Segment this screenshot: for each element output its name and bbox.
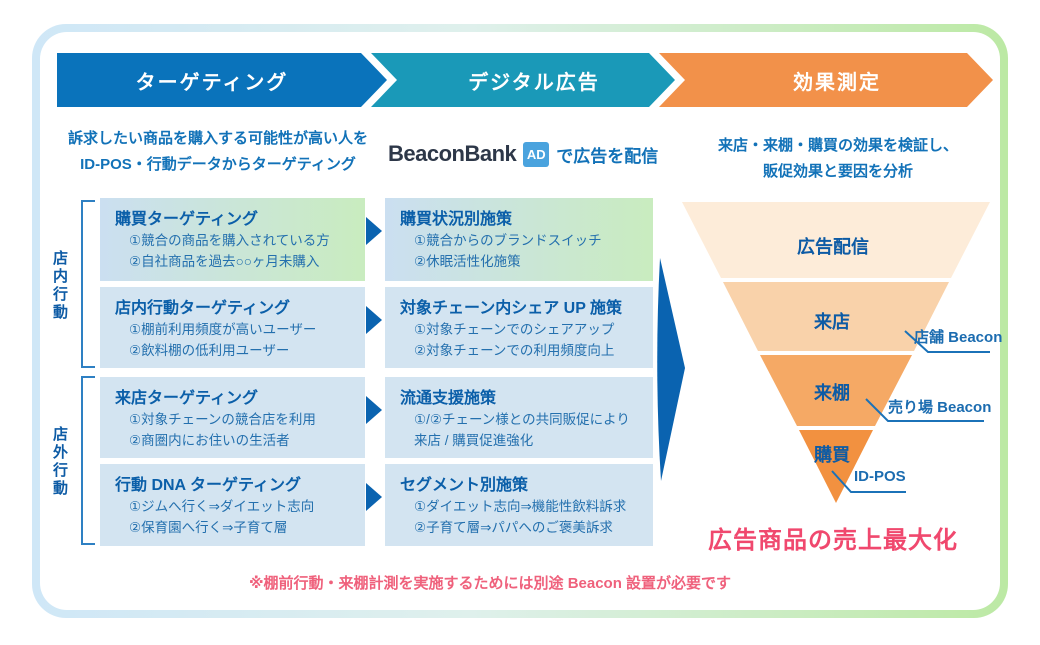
- measurement-description-line1: 来店・来棚・購買の効果を検証し、: [717, 137, 958, 154]
- annotation-line-store-beacon: [904, 330, 990, 353]
- strategy-box-purchase-status: 購買状況別施策 ①競合からのブランドスイッチ ②休眠活性化施策: [385, 198, 653, 281]
- flow-arrow-icon: [657, 258, 685, 481]
- box-item: ①ダイエット志向⇒機能性飲料訴求: [414, 499, 627, 514]
- step-label-measurement: 効果測定: [793, 71, 881, 94]
- box-item: ②自社商品を過去○○ヶ月未購入: [129, 254, 320, 269]
- funnel-level-store-visit: [723, 282, 949, 351]
- step-band-digital-ad: デジタル広告: [371, 53, 675, 107]
- targeting-box-in-store-behavior: 店内行動ターゲティング ①棚前利用頻度が高いユーザー ②飲料棚の低利用ユーザー: [100, 287, 365, 368]
- funnel-label-ad-delivery: 広告配信: [797, 237, 869, 257]
- funnel-label-purchase: 購買: [814, 445, 850, 465]
- targeting-description-line2: ID-POS・行動データからターゲティング: [80, 156, 356, 173]
- step-band-targeting: ターゲティング: [57, 53, 387, 107]
- connector-arrow-icon: [366, 483, 382, 511]
- goal-text: 広告商品の売上最大化: [708, 527, 958, 554]
- box-item: ①対象チェーンの競合店を利用: [129, 412, 316, 427]
- funnel-label-shelf-visit: 来棚: [814, 383, 850, 403]
- box-item: ②子育て層⇒パパへのご褒美訴求: [414, 520, 613, 535]
- funnel-level-purchase: [799, 430, 873, 503]
- box-title: 購買状況別施策: [400, 211, 513, 228]
- funnel-label-store-visit: 来店: [814, 312, 850, 332]
- beaconbank-logo: BeaconBank: [388, 141, 517, 166]
- annotation-store-beacon: 店舗 Beacon: [914, 329, 1003, 346]
- strategy-box-distribution-support: 流通支援施策 ①/②チェーン様との共同販促により 来店 / 購買促進強化: [385, 377, 653, 458]
- box-item: ②対象チェーンでの利用頻度向上: [414, 343, 615, 358]
- step-label-digital-ad: デジタル広告: [468, 71, 600, 94]
- box-title: 対象チェーン内シェア UP 施策: [400, 300, 623, 317]
- footer-note: ※棚前行動・来棚計測を実施するためには別途 Beacon 設置が必要です: [248, 575, 732, 592]
- targeting-box-purchase: 購買ターゲティング ①競合の商品を購入されている方 ②自社商品を過去○○ヶ月未購…: [100, 198, 365, 281]
- connector-arrow-icon: [366, 396, 382, 424]
- measurement-description-line2: 販促効果と要因を分析: [762, 163, 913, 180]
- funnel-graphic: [657, 202, 990, 503]
- box-item: ②保育園へ行く⇒子育て層: [129, 520, 288, 535]
- box-title: 購買ターゲティング: [115, 211, 259, 228]
- box-title: 来店ターゲティング: [115, 390, 259, 407]
- box-item: ①競合からのブランドスイッチ: [414, 233, 602, 248]
- strategy-box-segment: セグメント別施策 ①ダイエット志向⇒機能性飲料訴求 ②子育て層⇒パパへのご褒美訴…: [385, 464, 653, 546]
- box-item: ①/②チェーン様との共同販促により: [414, 412, 630, 427]
- out-store-bracket: [81, 376, 95, 545]
- ad-badge: AD: [523, 141, 550, 167]
- box-item: ②休眠活性化施策: [414, 254, 521, 269]
- annotation-id-pos: ID-POS: [854, 468, 906, 485]
- group-label-out-store: 店外行動: [51, 426, 68, 498]
- annotation-shelf-beacon: 売り場 Beacon: [888, 399, 992, 416]
- funnel-level-ad-delivery: [682, 202, 990, 278]
- box-item: ①対象チェーンでのシェアアップ: [414, 322, 615, 337]
- annotation-line-shelf-beacon: [865, 398, 984, 422]
- box-item: ①競合の商品を購入されている方: [129, 233, 330, 248]
- box-item: ①棚前利用頻度が高いユーザー: [129, 322, 317, 337]
- step-band-measurement: 効果測定: [659, 53, 993, 107]
- strategy-box-chain-share-up: 対象チェーン内シェア UP 施策 ①対象チェーンでのシェアアップ ②対象チェーン…: [385, 287, 653, 368]
- box-title: 行動 DNA ターゲティング: [115, 477, 302, 494]
- step-label-targeting: ターゲティング: [135, 71, 289, 94]
- targeting-box-store-visit: 来店ターゲティング ①対象チェーンの競合店を利用 ②商圏内にお住いの生活者: [100, 377, 365, 458]
- ad-delivery-text: で広告を配信: [556, 146, 659, 166]
- annotation-line-id-pos: [831, 470, 906, 493]
- connector-arrow-icon: [366, 217, 382, 245]
- targeting-description: 訴求したい商品を購入する可能性が高い人を ID-POS・行動データからターゲティ…: [62, 126, 374, 178]
- measurement-description: 来店・来棚・購買の効果を検証し、 販促効果と要因を分析: [688, 133, 988, 185]
- targeting-description-line1: 訴求したい商品を購入する可能性が高い人を: [67, 130, 368, 147]
- box-item: ②商圏内にお住いの生活者: [129, 433, 290, 448]
- box-item: ②飲料棚の低利用ユーザー: [129, 343, 290, 358]
- group-label-in-store: 店内行動: [51, 250, 68, 322]
- in-store-bracket: [81, 200, 95, 368]
- beaconbank-logo-row: BeaconBank AD で広告を配信: [388, 140, 658, 168]
- box-title: 店内行動ターゲティング: [115, 300, 291, 317]
- box-title: セグメント別施策: [400, 477, 529, 494]
- box-item: ①ジムへ行く⇒ダイエット志向: [129, 499, 315, 514]
- box-item: 来店 / 購買促進強化: [414, 433, 534, 448]
- box-title: 流通支援施策: [400, 390, 497, 407]
- targeting-box-behavior-dna: 行動 DNA ターゲティング ①ジムへ行く⇒ダイエット志向 ②保育園へ行く⇒子育…: [100, 464, 365, 546]
- connector-arrow-icon: [366, 306, 382, 334]
